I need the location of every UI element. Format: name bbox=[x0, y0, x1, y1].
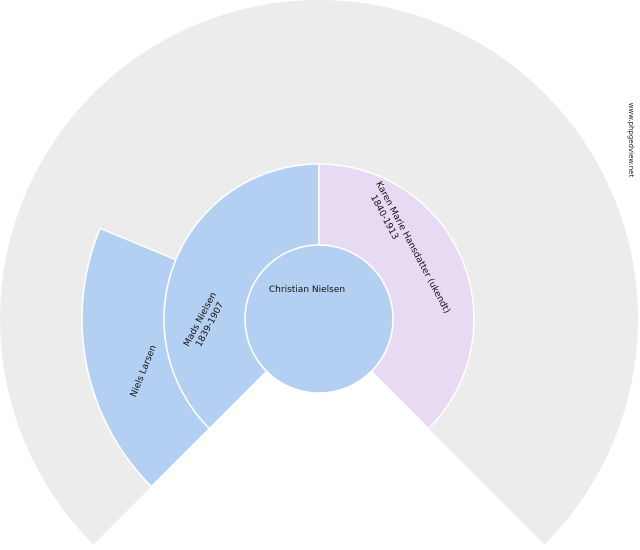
root-name: Christian Nielsen bbox=[269, 285, 345, 295]
segment-root-person[interactable] bbox=[244, 244, 394, 394]
watermark: www.phpgedview.net bbox=[627, 103, 635, 178]
